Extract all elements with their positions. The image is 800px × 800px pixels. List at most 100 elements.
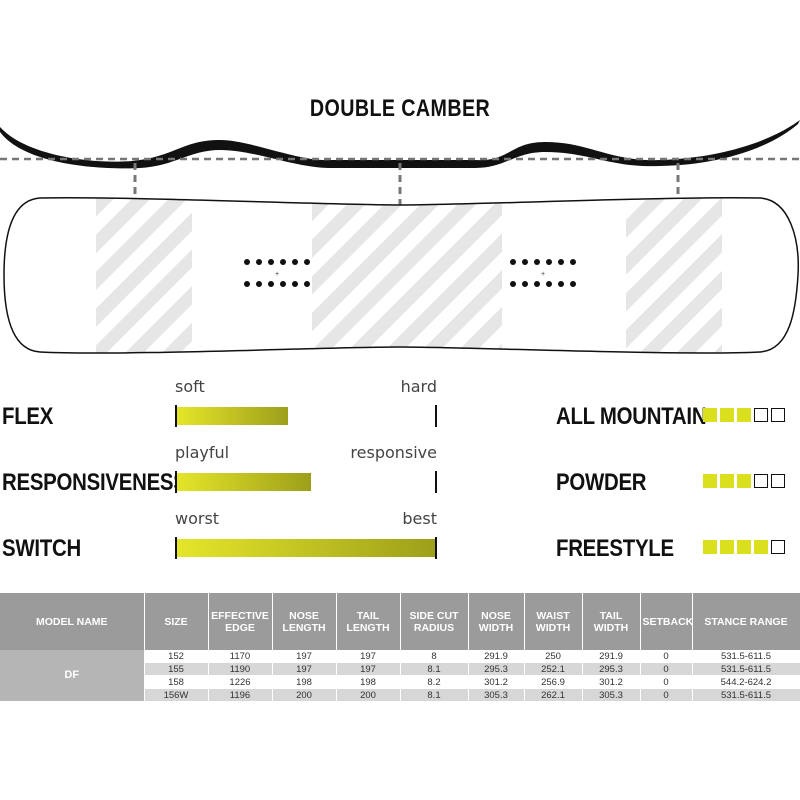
rating-square-empty bbox=[771, 474, 785, 488]
table-cell: 197 bbox=[272, 662, 337, 676]
table-header-cell: STANCE RANGE bbox=[692, 593, 800, 650]
insert-dot bbox=[256, 259, 262, 265]
meter-track bbox=[175, 537, 437, 559]
rating-squares bbox=[703, 540, 785, 554]
rating-square-filled bbox=[754, 540, 768, 554]
insert-dot bbox=[558, 281, 564, 287]
table-cell: 301.2 bbox=[468, 675, 525, 689]
meter-right-label: responsive bbox=[350, 443, 437, 462]
meter-tick-max bbox=[435, 537, 437, 559]
table-cell: 531.5-611.5 bbox=[692, 662, 800, 676]
insert-dot bbox=[268, 259, 274, 265]
insert-dot bbox=[570, 281, 576, 287]
table-cell: 0 bbox=[640, 650, 693, 663]
meter-track bbox=[175, 405, 437, 427]
meter-left-label: playful bbox=[175, 443, 230, 462]
meter-tick-max bbox=[435, 471, 437, 493]
table-header-cell: TAIL WIDTH bbox=[582, 593, 641, 650]
center-mark: + bbox=[541, 271, 545, 278]
rating-label: FREESTYLE bbox=[556, 535, 674, 562]
meter-track bbox=[175, 471, 437, 493]
table-cell: 155 bbox=[144, 662, 209, 676]
insert-dot bbox=[546, 259, 552, 265]
table-header-cell: SIZE bbox=[144, 593, 209, 650]
table-cell: 8.1 bbox=[400, 688, 469, 702]
table-header-cell: SIDE CUT RADIUS bbox=[400, 593, 469, 650]
table-cell: 291.9 bbox=[582, 650, 641, 663]
table-cell: 305.3 bbox=[582, 688, 641, 702]
board-outline bbox=[3, 196, 799, 354]
model-name-cell: DF bbox=[0, 650, 145, 702]
rating-square-empty bbox=[771, 408, 785, 422]
insert-dot bbox=[304, 259, 310, 265]
table-cell: 1226 bbox=[208, 675, 273, 689]
meter-fill bbox=[176, 407, 288, 425]
table-cell: 8.2 bbox=[400, 675, 469, 689]
table-cell: 305.3 bbox=[468, 688, 525, 702]
table-cell: 8.1 bbox=[400, 662, 469, 676]
meter-right-label: best bbox=[402, 509, 437, 528]
insert-dot bbox=[522, 281, 528, 287]
rating-label: POWDER bbox=[556, 469, 647, 496]
table-cell: 1196 bbox=[208, 688, 273, 702]
rating-squares bbox=[703, 408, 785, 422]
table-cell: 198 bbox=[336, 675, 401, 689]
insert-dot bbox=[510, 281, 516, 287]
table-cell: 156W bbox=[144, 688, 209, 702]
table-cell: 0 bbox=[640, 688, 693, 702]
table-cell: 197 bbox=[272, 650, 337, 663]
rating-square-filled bbox=[720, 540, 734, 554]
rating-square-empty bbox=[771, 540, 785, 554]
meter-label: SWITCH bbox=[2, 535, 81, 562]
table-cell: 0 bbox=[640, 675, 693, 689]
table-cell: 531.5-611.5 bbox=[692, 650, 800, 663]
table-cell: 158 bbox=[144, 675, 209, 689]
table-header-cell: EFFECTIVE EDGE bbox=[208, 593, 273, 650]
table-cell: 197 bbox=[336, 650, 401, 663]
insert-dot bbox=[292, 281, 298, 287]
table-header-cell: SETBACK bbox=[640, 593, 693, 650]
meter-fill bbox=[176, 539, 436, 557]
insert-dot bbox=[522, 259, 528, 265]
insert-dot bbox=[570, 259, 576, 265]
binding-inserts: ++ bbox=[244, 259, 576, 287]
insert-dot bbox=[304, 281, 310, 287]
table-cell: 0 bbox=[640, 662, 693, 676]
table-cell: 262.1 bbox=[524, 688, 583, 702]
table-header-cell: MODEL NAME bbox=[0, 593, 145, 650]
table-cell: 200 bbox=[272, 688, 337, 702]
rating-square-filled bbox=[720, 474, 734, 488]
rating-square-filled bbox=[703, 474, 717, 488]
rating-label: ALL MOUNTAIN bbox=[556, 403, 707, 430]
table-cell: 291.9 bbox=[468, 650, 525, 663]
rating-square-filled bbox=[737, 474, 751, 488]
meter-label: RESPONSIVENESS bbox=[2, 469, 187, 496]
table-header-cell: NOSE WIDTH bbox=[468, 593, 525, 650]
meter-left-label: worst bbox=[175, 509, 220, 528]
rating-square-filled bbox=[703, 408, 717, 422]
stripe-zone-tail bbox=[626, 197, 722, 354]
board-diagram: ++ bbox=[0, 120, 800, 354]
stripe-zone-center bbox=[312, 197, 502, 354]
rating-square-filled bbox=[737, 540, 751, 554]
insert-dot bbox=[534, 281, 540, 287]
table-cell: 1170 bbox=[208, 650, 273, 663]
meter-tick-max bbox=[435, 405, 437, 427]
rating-squares bbox=[703, 474, 785, 488]
table-cell: 8 bbox=[400, 650, 469, 663]
insert-dot bbox=[256, 281, 262, 287]
insert-dot bbox=[280, 281, 286, 287]
rating-square-empty bbox=[754, 408, 768, 422]
meter-left-label: soft bbox=[175, 377, 205, 396]
insert-dot bbox=[510, 259, 516, 265]
table-header-cell: WAIST WIDTH bbox=[524, 593, 583, 650]
table-cell: 252.1 bbox=[524, 662, 583, 676]
table-cell: 544.2-624.2 bbox=[692, 675, 800, 689]
table-cell: 301.2 bbox=[582, 675, 641, 689]
insert-dot bbox=[280, 259, 286, 265]
